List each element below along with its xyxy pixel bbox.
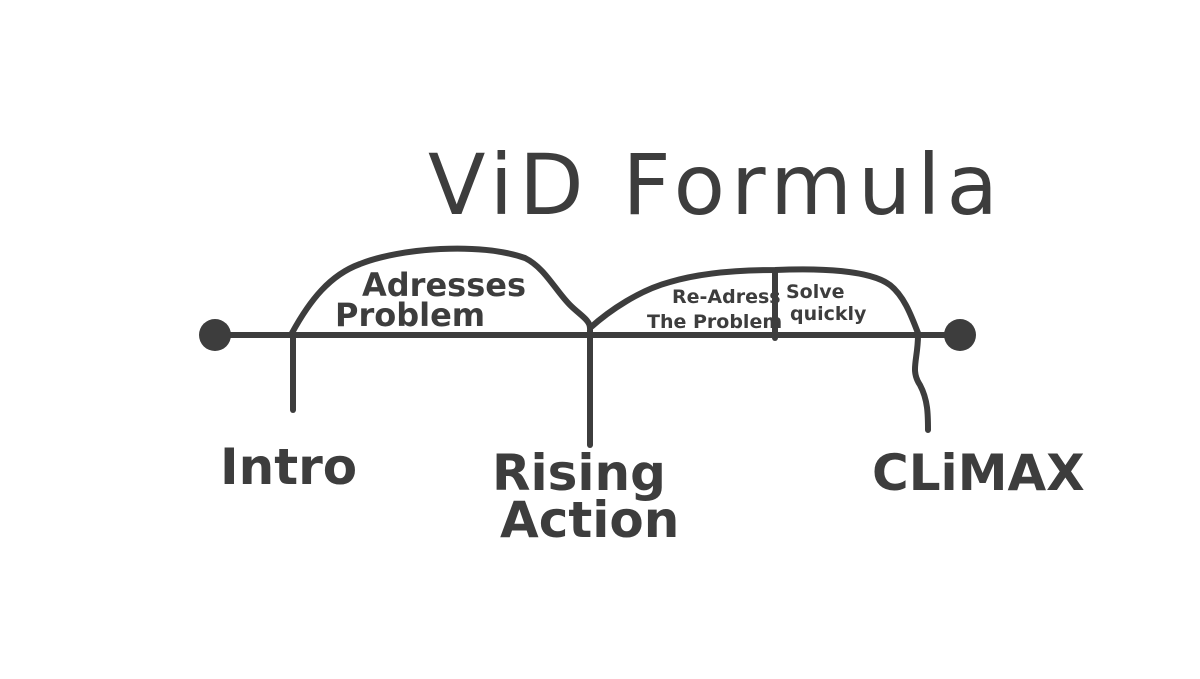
hump-3-label-line-2: quickly — [790, 303, 867, 325]
hump-3-label-line-1: Solve — [786, 281, 845, 303]
diagram-title: ViD Formula — [428, 136, 1004, 234]
stage-label-climax: CLiMAX — [872, 444, 1085, 502]
stage-label-rising-line-1: Rising — [492, 444, 666, 502]
hump-1-label-line-2: Problem — [335, 296, 485, 334]
hump-adresses-problem — [289, 245, 593, 336]
climax-tick — [911, 332, 931, 433]
hump-2-label-line-2: The Problem — [647, 311, 782, 333]
timeline-end-dot — [944, 319, 976, 351]
stage-label-rising-line-2: Action — [500, 491, 679, 549]
stage-label-intro: Intro — [220, 438, 357, 496]
timeline-start-dot — [199, 319, 231, 351]
hump-1-label-line-1: Adresses — [362, 266, 526, 304]
hump-2-label-line-1: Re-Adress — [672, 286, 781, 308]
